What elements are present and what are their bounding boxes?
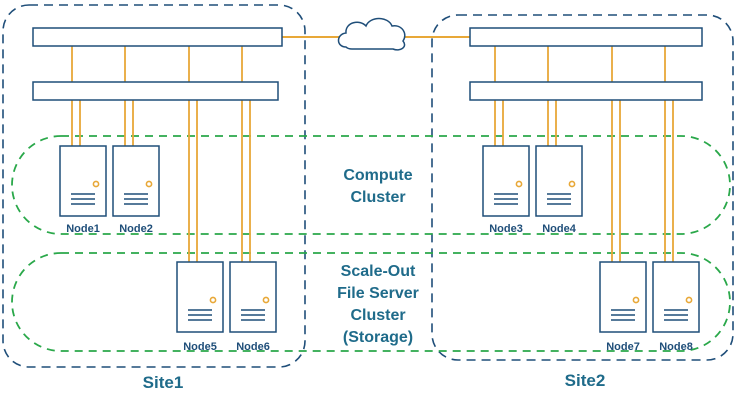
server-node2: Node2 <box>112 145 160 235</box>
storage-cluster-label-line2: File Server <box>337 285 419 302</box>
site1-boundary <box>2 4 306 368</box>
server-icon <box>535 145 583 217</box>
server-icon <box>599 261 647 333</box>
network-switch-icon <box>469 27 703 47</box>
server-led-icon <box>568 180 576 188</box>
node-link-lines <box>71 46 674 262</box>
server-led-icon <box>515 180 523 188</box>
server-node8: Node8 <box>652 261 700 353</box>
server-led-icon <box>632 296 640 304</box>
server-node4: Node4 <box>535 145 583 235</box>
server-led-icon <box>209 296 217 304</box>
server-led-icon <box>92 180 100 188</box>
server-node6: Node6 <box>229 261 277 353</box>
network-switch-icon <box>32 27 283 47</box>
site1-label: Site1 <box>143 373 184 392</box>
node-label: Node8 <box>659 341 693 353</box>
server-icon <box>59 145 107 217</box>
node-label: Node1 <box>66 223 100 235</box>
server-icon <box>482 145 530 217</box>
storage-cluster-label-line3: Cluster <box>350 307 405 324</box>
server-led-icon <box>262 296 270 304</box>
network-switch-icon <box>469 81 703 101</box>
site2-boundary <box>431 14 734 361</box>
node-label: Node2 <box>119 223 153 235</box>
node-label: Node6 <box>236 341 270 353</box>
storage-cluster-label-line4: (Storage) <box>343 329 413 346</box>
server-icon <box>229 261 277 333</box>
node-label: Node7 <box>606 341 640 353</box>
server-icon <box>112 145 160 217</box>
server-node3: Node3 <box>482 145 530 235</box>
server-led-icon <box>145 180 153 188</box>
server-node7: Node7 <box>599 261 647 353</box>
network-switch-icon <box>32 81 279 101</box>
site2-label: Site2 <box>565 371 606 390</box>
storage-cluster-boundary <box>11 252 731 352</box>
server-node1: Node1 <box>59 145 107 235</box>
compute-cluster-label-line1: Compute <box>343 167 412 184</box>
node-label: Node4 <box>542 223 577 235</box>
compute-cluster-boundary <box>11 135 731 235</box>
storage-cluster-label-line1: Scale-Out <box>341 263 416 280</box>
server-node5: Node5 <box>176 261 224 353</box>
compute-cluster-label-line2: Cluster <box>350 189 405 206</box>
site1-switch-top <box>32 27 283 47</box>
server-icon <box>176 261 224 333</box>
site1-switch-bottom <box>32 81 279 101</box>
node-label: Node3 <box>489 223 523 235</box>
node-label: Node5 <box>183 341 217 353</box>
server-icon <box>652 261 700 333</box>
site2-switch-bottom <box>469 81 703 101</box>
cloud-icon <box>337 17 406 51</box>
network-switches <box>32 27 703 101</box>
site2-switch-top <box>469 27 703 47</box>
server-led-icon <box>685 296 693 304</box>
